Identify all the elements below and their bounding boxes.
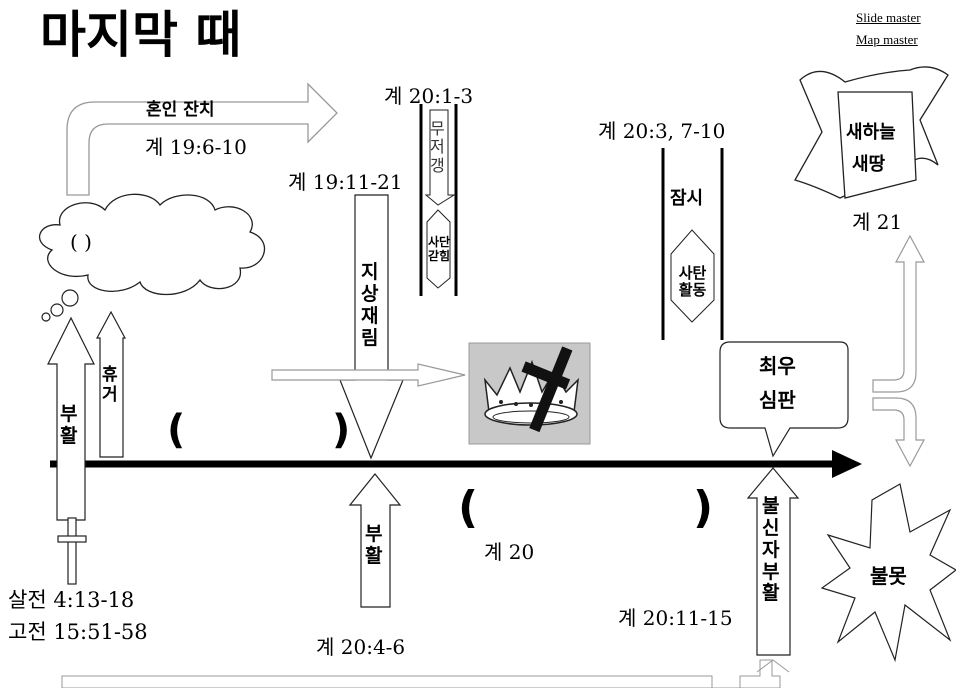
bottomless-pit-label: 무 저 갱 [430,119,445,175]
wedding-label: 혼인 잔치 [146,100,215,120]
satan-bound-line: 사단 [427,235,451,249]
second-coming-label: 지 상 재 림 [361,261,379,349]
new-earth-label: 새땅 [852,154,886,175]
right-up-arrow [872,234,926,393]
page-title: 마지막 때 [40,6,242,64]
resurrection-left-label: 부 활 [60,403,78,448]
unbeliever-up-arrow [746,467,800,656]
ref-20-11-15: 계 20:11-15 [618,606,733,630]
cloud-bubble [61,289,79,307]
timeline-arrowhead [832,450,862,478]
black-cross-icon [521,346,573,433]
cloud-bubble [50,303,64,317]
resurrection-mid-char: 활 [365,544,383,567]
ref-20-1-3: 계 20:1-3 [384,84,474,108]
satan-active-line: 사탄 [678,264,707,282]
cloud-text: ( ) [70,230,92,254]
resurrection-left-char: 활 [60,424,78,447]
unbeliever-char: 활 [762,582,780,605]
resurrection-mid-label: 부 활 [365,523,383,568]
rapture-char: 휴 [102,365,118,385]
new-heaven-label: 새하늘 [846,122,896,143]
while-chevron [670,229,715,323]
wedding-curve-arrow [66,82,338,196]
unbeliever-char: 부 [762,560,780,583]
pit-arrow [424,109,456,206]
map-master-link[interactable]: Map master [856,32,918,47]
bottomless-pit-char: 저 [430,137,445,157]
lake-of-fire-label: 불못 [870,564,907,588]
cloud-bubble [41,312,51,322]
paren-close-top: ) [332,407,351,453]
bottomless-pit-char: 갱 [430,155,445,175]
bottom-arrow-head [756,659,790,673]
ref-corinthians: 고전 15:51-58 [8,620,148,644]
second-coming-char: 재 [361,304,379,327]
unbeliever-char: 신 [762,516,780,539]
bottomless-pit-char: 무 [430,119,445,138]
cross-horizontal [57,535,87,543]
rapture-label: 휴 거 [102,365,118,405]
bottom-long-arrow [61,659,781,688]
second-coming-char: 림 [361,326,379,349]
cloud-shape [39,193,266,296]
unbeliever-resurrection-label: 불 신 자 부 활 [762,495,780,605]
rapture-char: 거 [102,384,118,405]
satan-bound-line: 갇힘 [427,248,451,263]
paren-close-bottom: ) [693,482,714,533]
slide-master-link[interactable]: Slide master [856,10,921,25]
ref-thessalonians: 살전 4:13-18 [8,588,135,612]
resurrection-mid-char: 부 [365,523,383,545]
judgment-bubble [719,341,849,458]
right-down-arrow [872,397,926,468]
paren-open-top: ( [167,407,186,453]
unbeliever-char: 불 [762,495,780,517]
ref-20: 계 20 [484,540,535,564]
final-judgment-label-1: 최우 [759,354,796,378]
ref-19-11-21: 계 19:11-21 [288,170,403,194]
ref-20-4-6: 계 20:4-6 [316,635,406,659]
resurrection-left-char: 부 [60,403,78,425]
cross-vertical [67,517,77,585]
ref-20-3-7-10: 계 20:3, 7-10 [598,119,726,143]
second-coming-char: 상 [361,282,379,305]
paren-open-bottom: ( [458,482,479,533]
satan-active-label: 사탄 활동 [671,264,714,300]
satan-active-line: 활동 [678,281,707,300]
final-judgment-label-2: 심판 [759,388,796,412]
resurrection-mid-up-arrow [348,473,402,608]
second-coming-char: 지 [361,261,379,283]
lake-of-fire-burst [820,483,956,663]
arrow-to-crown [271,363,466,387]
little-while-label: 잠시 [670,188,704,209]
pit-chevron [426,209,451,289]
resurrection-up-arrow [47,316,95,521]
ref-21: 계 21 [852,210,903,234]
rapture-up-arrow [95,310,127,458]
wedding-ref: 계 19:6-10 [145,135,247,159]
satan-bound-label: 사단 갇힘 [427,235,451,264]
unbeliever-char: 자 [762,538,780,561]
